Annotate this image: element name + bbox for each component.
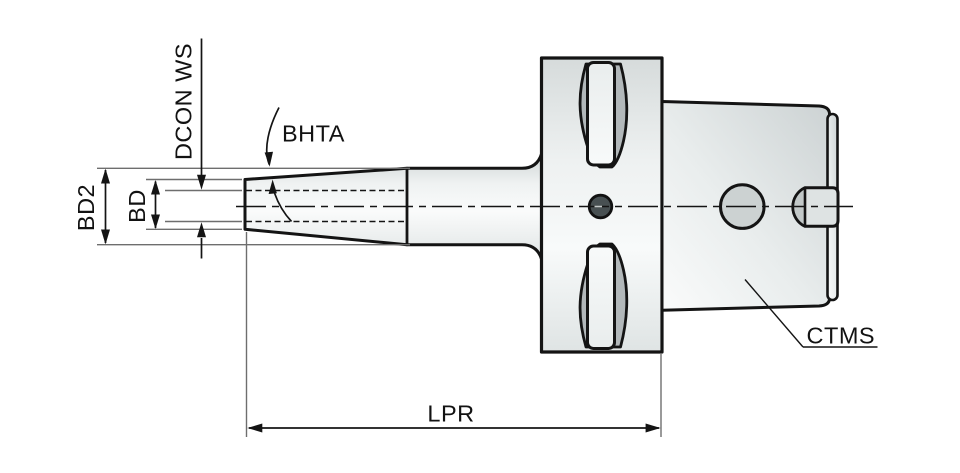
arrowhead-up: [151, 180, 160, 195]
arrowhead-down: [151, 214, 160, 229]
dcon-ws-label: DCON WS: [171, 43, 197, 160]
bd-label: BD: [124, 189, 150, 223]
extension-lines: [97, 167, 662, 437]
dimension-bd: BD: [124, 180, 160, 229]
callout-ctms: CTMS: [744, 279, 878, 349]
arrowhead-up: [268, 179, 277, 194]
callout-bhta: BHTA: [264, 107, 345, 223]
arrowhead-down: [264, 151, 273, 167]
dimension-bd2: BD2: [73, 168, 110, 245]
lpr-label: LPR: [427, 401, 474, 427]
dimension-lpr: LPR: [247, 401, 661, 433]
bhta-label: BHTA: [282, 121, 345, 147]
arrowhead-right: [645, 423, 661, 433]
arrowhead-left: [247, 423, 263, 433]
tool-holder-part: [243, 56, 840, 354]
bd2-label: BD2: [73, 184, 99, 231]
arrowhead-up: [101, 168, 110, 184]
arrowhead-up: [197, 222, 206, 238]
dimension-dcon-ws: DCON WS: [171, 38, 206, 259]
flange-slot-top: [578, 61, 629, 169]
flange-slot-bottom: [578, 242, 629, 350]
arrowhead-down: [101, 229, 110, 245]
slot-window: [586, 244, 616, 350]
slot-window: [586, 61, 616, 167]
bore-hidden-lines: [246, 189, 406, 223]
ctms-label: CTMS: [807, 323, 876, 349]
arrowhead-down: [197, 174, 206, 190]
